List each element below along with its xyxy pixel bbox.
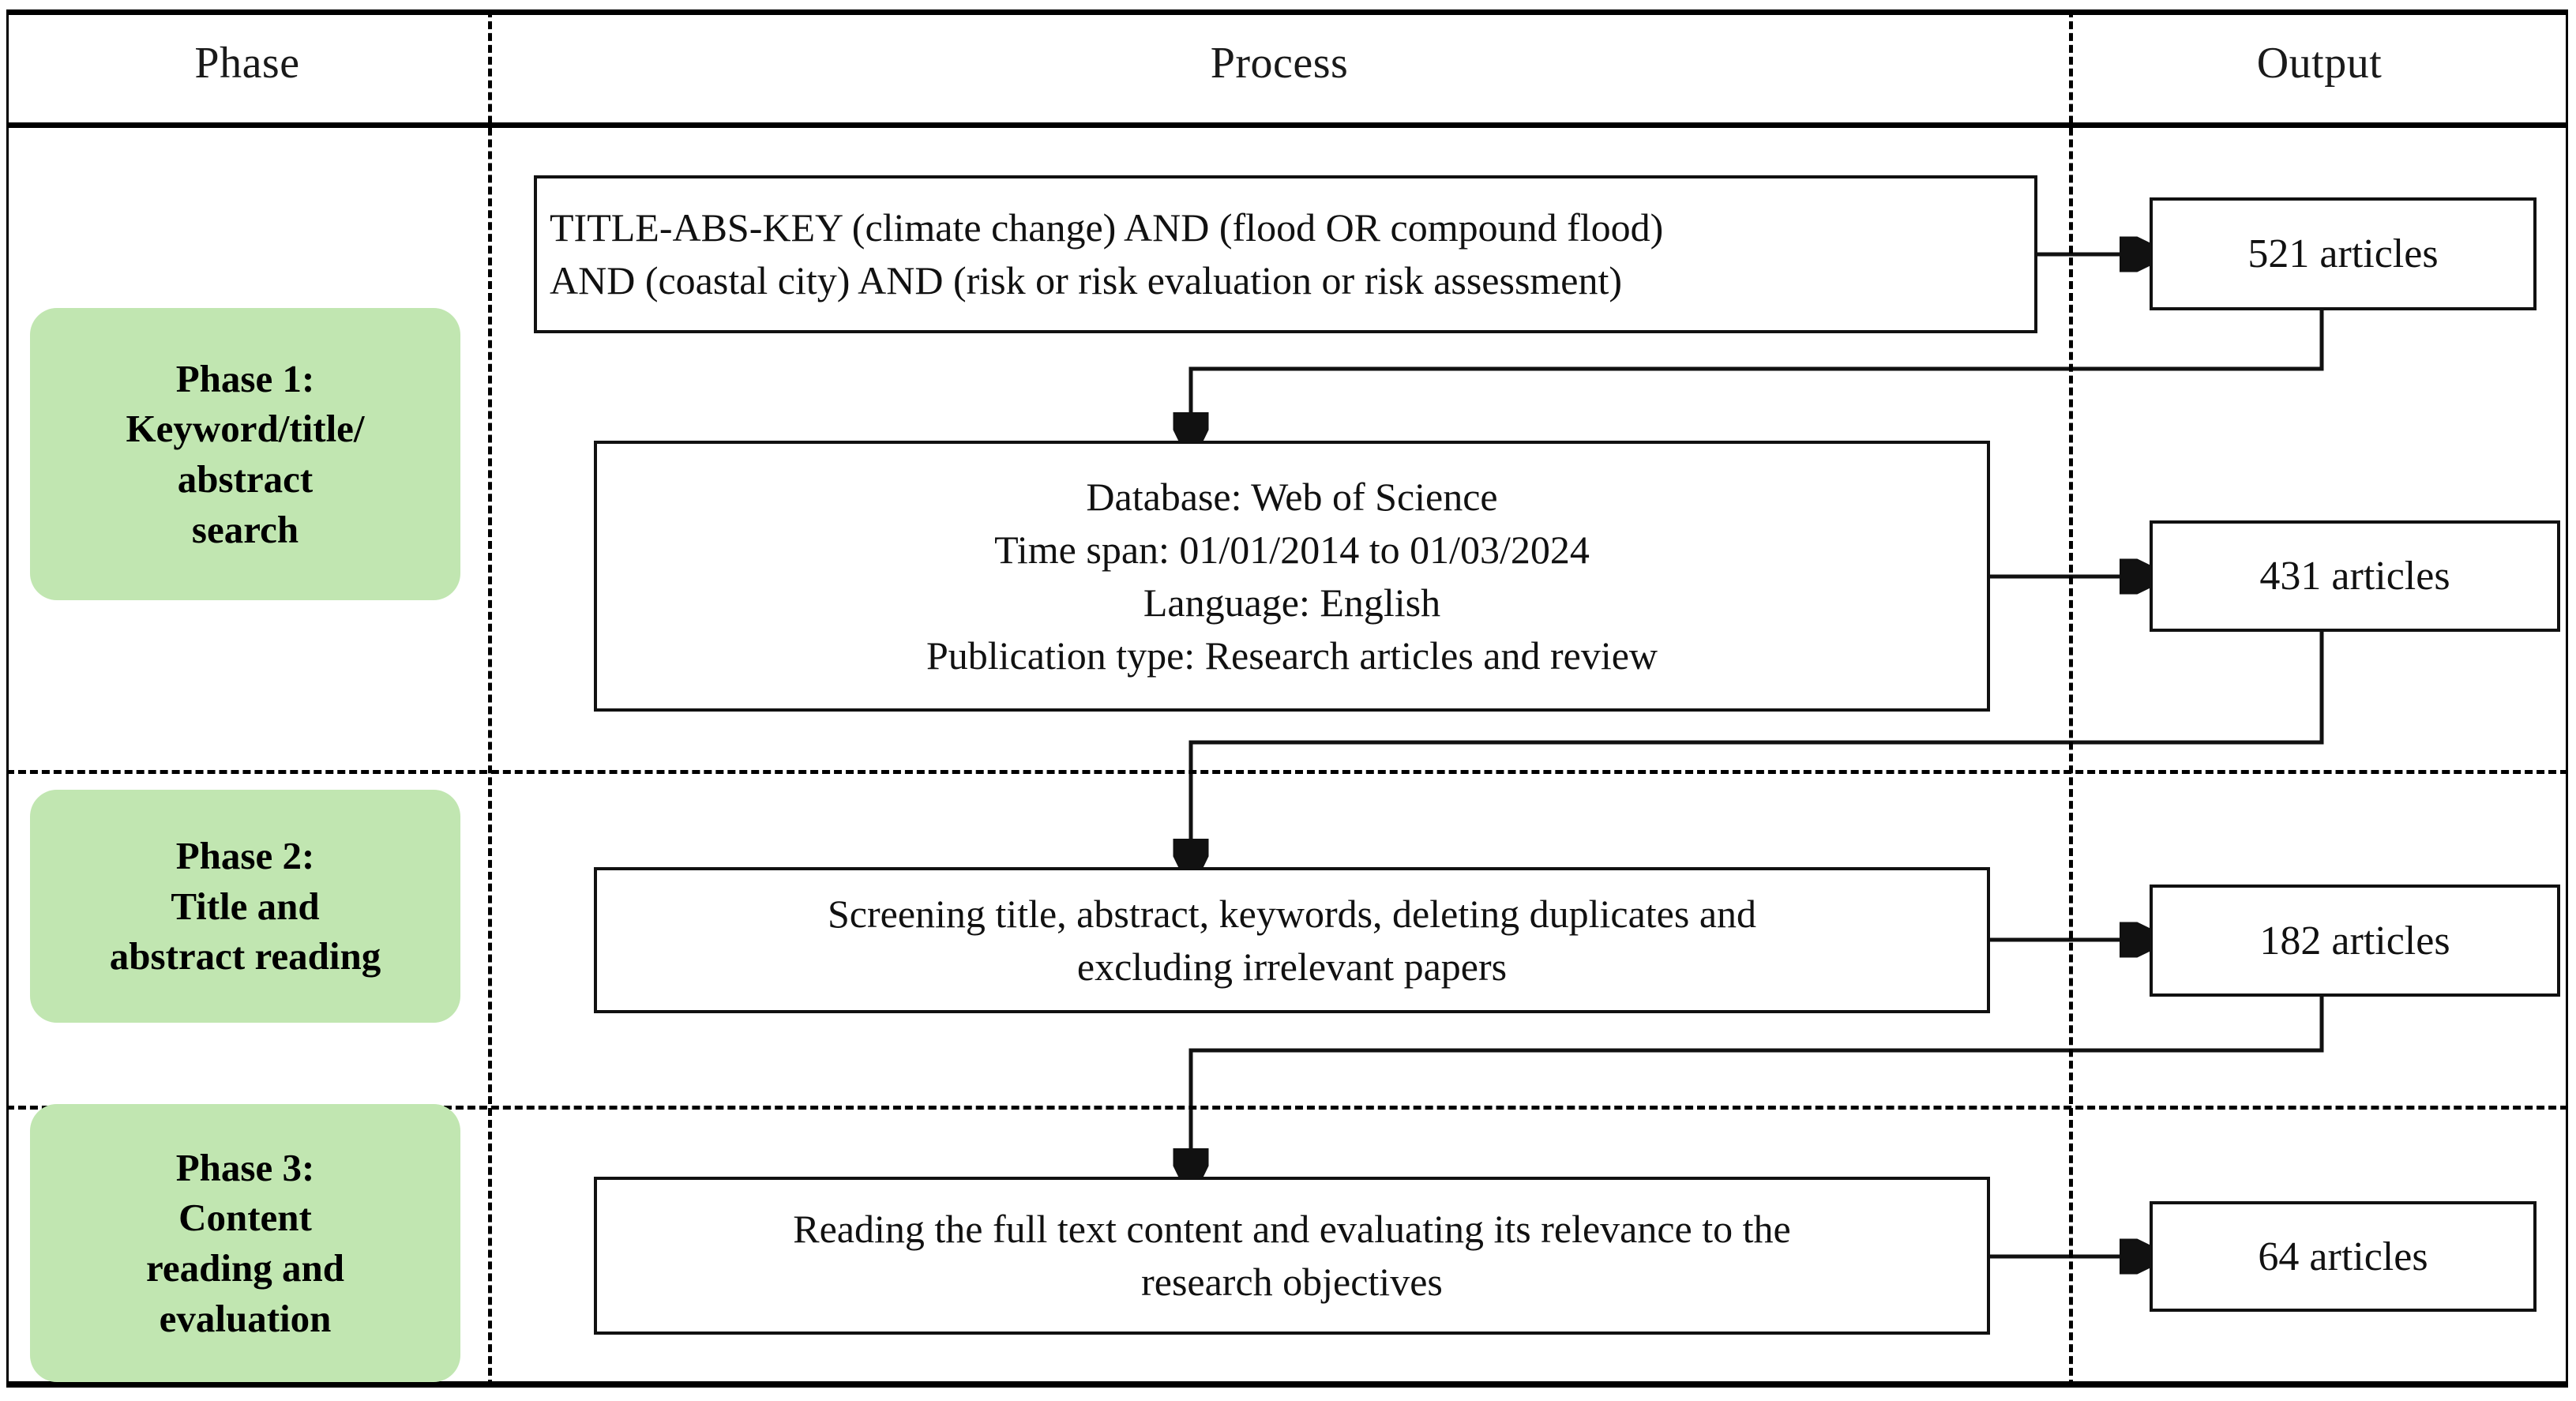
screening-line-2: excluding irrelevant papers: [1076, 944, 1508, 989]
output-431-box[interactable]: 431 articles: [2150, 520, 2560, 632]
phase-pill-2: Phase 2: Title and abstract reading: [30, 790, 460, 1023]
search-query-line-2: AND (coastal city) AND (risk or risk eva…: [550, 258, 1623, 302]
row-divider-phase1-phase2: [6, 770, 2568, 774]
phase-1-line-2: Keyword/title/: [126, 407, 365, 451]
header-output: Output: [2256, 39, 2383, 88]
phase-1-line-3: abstract: [177, 457, 314, 501]
screening-box[interactable]: Screening title, abstract, keywords, del…: [594, 867, 1990, 1013]
header-phase: Phase: [194, 39, 300, 88]
phase-2-line-2: Title and: [171, 884, 320, 928]
column-divider-phase-process: [488, 9, 492, 1388]
output-64-label: 64 articles: [2258, 1234, 2428, 1279]
wire-521-to-database: [1191, 310, 2324, 441]
phase-3-line-4: evaluation: [159, 1296, 332, 1340]
output-521-box[interactable]: 521 articles: [2150, 197, 2537, 310]
wire-182-to-fulltext: [1191, 997, 2324, 1177]
database-line-3: Language: English: [1143, 580, 1441, 625]
phase-3-line-1: Phase 3:: [175, 1145, 315, 1189]
fulltext-box[interactable]: Reading the full text content and evalua…: [594, 1177, 1990, 1335]
fulltext-line-1: Reading the full text content and evalua…: [793, 1207, 1791, 1251]
output-182-label: 182 articles: [2259, 918, 2450, 963]
database-line-4: Publication type: Research articles and …: [926, 633, 1658, 678]
phase-pill-3: Phase 3: Content reading and evaluation: [30, 1104, 460, 1382]
output-182-box[interactable]: 182 articles: [2150, 885, 2560, 997]
row-divider-phase2-phase3: [6, 1106, 2568, 1110]
phase-3-line-2: Content: [178, 1196, 312, 1240]
database-line-1: Database: Web of Science: [1086, 474, 1498, 519]
phase-2-line-3: abstract reading: [109, 934, 381, 978]
search-query-line-1: TITLE-ABS-KEY (climate change) AND (floo…: [550, 205, 1664, 250]
header-rule: [6, 122, 2568, 128]
screening-line-1: Screening title, abstract, keywords, del…: [827, 891, 1757, 936]
search-query-box[interactable]: TITLE-ABS-KEY (climate change) AND (floo…: [534, 175, 2037, 333]
fulltext-line-2: research objectives: [1141, 1260, 1443, 1304]
phase-3-line-3: reading and: [146, 1246, 344, 1290]
table-frame: [6, 9, 2568, 1388]
phase-1-line-4: search: [191, 507, 299, 551]
phase-2-line-1: Phase 2:: [175, 833, 315, 877]
output-521-label: 521 articles: [2247, 231, 2439, 276]
phase-1-line-1: Phase 1:: [175, 356, 315, 400]
database-criteria-box[interactable]: Database: Web of Science Time span: 01/0…: [594, 441, 1990, 712]
output-64-box[interactable]: 64 articles: [2150, 1201, 2537, 1312]
column-divider-process-output: [2069, 9, 2073, 1388]
header-process: Process: [1210, 39, 1349, 88]
wire-431-to-screening: [1191, 632, 2324, 867]
phase-pill-1: Phase 1: Keyword/title/ abstract search: [30, 308, 460, 600]
output-431-label: 431 articles: [2259, 554, 2450, 599]
database-line-2: Time span: 01/01/2014 to 01/03/2024: [994, 527, 1590, 572]
